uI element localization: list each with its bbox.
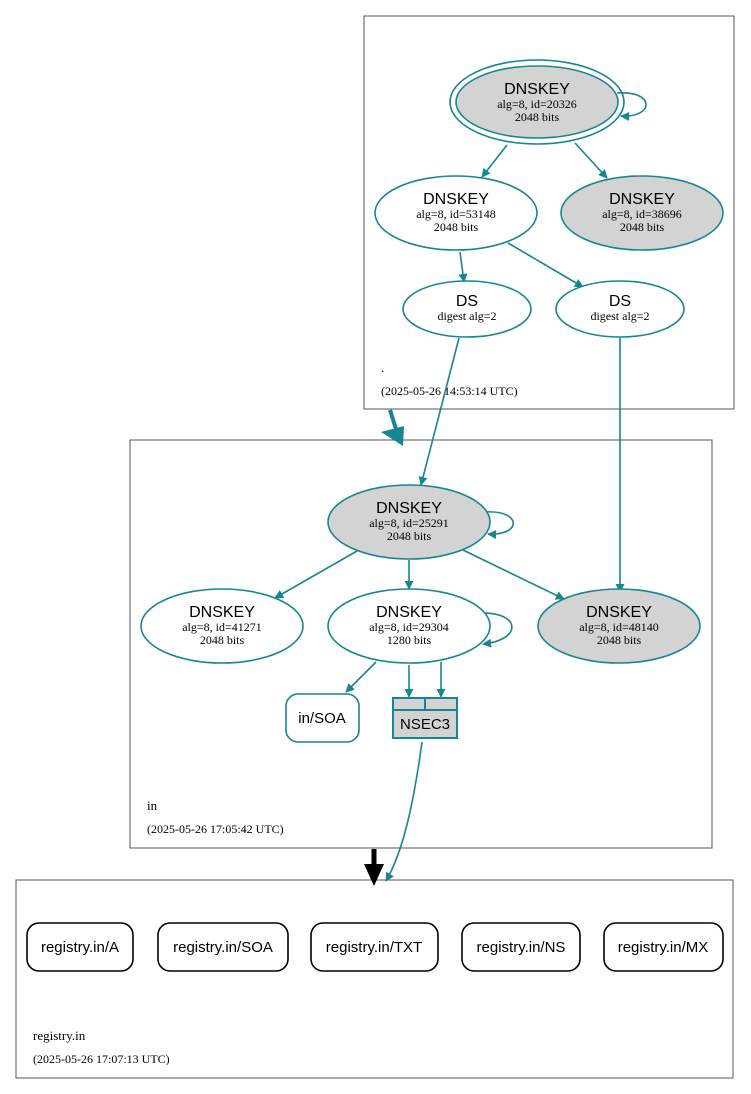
node-title: DNSKEY — [189, 604, 255, 621]
node-ds-1: DS digest alg=2 — [402, 280, 532, 338]
node-title: DNSKEY — [586, 604, 652, 621]
node-line1: alg=8, id=29304 — [369, 620, 449, 634]
node-title: DNSKEY — [609, 191, 675, 208]
edge-in-zsk-to-soa — [345, 661, 377, 693]
edge-ksk-to-38696 — [574, 142, 608, 179]
edge-in-ksk-to-41271 — [274, 550, 358, 599]
edge-zsk-to-ds2 — [507, 242, 584, 288]
node-title: registry.in/TXT — [326, 939, 422, 956]
node-in-dnskey-41271: DNSKEY alg=8, id=41271 2048 bits — [140, 588, 304, 664]
node-in-ksk: DNSKEY alg=8, id=25291 2048 bits — [327, 484, 491, 560]
edge-in-zsk-self — [479, 612, 513, 648]
node-rr-mx: registry.in/MX — [603, 922, 724, 972]
node-title: DNSKEY — [376, 604, 442, 621]
node-line1: digest alg=2 — [590, 309, 649, 323]
delegation-root-to-in-head — [381, 426, 404, 446]
node-line2: 2048 bits — [620, 220, 665, 234]
node-root-dnskey-38696: DNSKEY alg=8, id=38696 2048 bits — [560, 175, 724, 251]
node-title: registry.in/SOA — [173, 939, 273, 956]
node-line1: alg=8, id=53148 — [416, 207, 496, 221]
delegation-in-to-registry-head — [364, 864, 384, 886]
edge-ksk-self — [616, 92, 647, 121]
node-line1: alg=8, id=20326 — [497, 97, 577, 111]
zone-in-name: in — [147, 798, 158, 813]
edge-zsk-to-ds1 — [458, 251, 468, 283]
node-title: in/SOA — [298, 710, 346, 727]
node-title: DS — [609, 293, 631, 310]
node-rr-soa: registry.in/SOA — [157, 922, 289, 972]
node-root-ksk: DNSKEY alg=8, id=20326 2048 bits — [449, 59, 625, 145]
node-in-zsk: DNSKEY alg=8, id=29304 1280 bits — [327, 588, 491, 664]
node-line1: alg=8, id=41271 — [182, 620, 262, 634]
node-line2: 2048 bits — [597, 633, 642, 647]
zone-root-name: . — [381, 360, 384, 375]
node-root-zsk: DNSKEY alg=8, id=53148 2048 bits — [374, 175, 538, 251]
node-in-soa: in/SOA — [285, 693, 360, 743]
node-title: DS — [456, 293, 478, 310]
zone-root-timestamp: (2025-05-26 14:53:14 UTC) — [381, 384, 518, 398]
node-rr-a: registry.in/A — [26, 922, 134, 972]
zone-registry-box — [15, 879, 734, 1079]
node-title: DNSKEY — [504, 81, 570, 98]
zone-root-box — [363, 15, 735, 410]
node-nsec3: NSEC3 — [392, 697, 458, 739]
node-title: DNSKEY — [423, 191, 489, 208]
node-line1: alg=8, id=48140 — [579, 620, 659, 634]
node-rr-txt: registry.in/TXT — [310, 922, 439, 972]
node-in-dnskey-48140: DNSKEY alg=8, id=48140 2048 bits — [537, 588, 701, 664]
node-title: DNSKEY — [376, 500, 442, 517]
node-title: registry.in/MX — [618, 939, 709, 956]
edge-ksk-to-zsk — [481, 144, 508, 178]
edge-ds1-to-in-ksk — [418, 337, 460, 486]
zone-in-timestamp: (2025-05-26 17:05:42 UTC) — [147, 822, 284, 836]
zone-registry-name: registry.in — [33, 1028, 86, 1043]
node-line2: 1280 bits — [387, 633, 432, 647]
node-title: NSEC3 — [400, 716, 450, 733]
node-line1: alg=8, id=38696 — [602, 207, 682, 221]
node-line2: 2048 bits — [434, 220, 479, 234]
node-line1: alg=8, id=25291 — [369, 516, 449, 530]
node-title: registry.in/A — [41, 939, 119, 956]
zone-registry-timestamp: (2025-05-26 17:07:13 UTC) — [33, 1052, 170, 1066]
edge-in-ksk-to-48140 — [462, 549, 565, 600]
node-line2: 2048 bits — [515, 110, 560, 124]
edge-in-ksk-self — [485, 511, 515, 539]
zone-in-box — [129, 439, 713, 849]
node-title: registry.in/NS — [477, 939, 566, 956]
edge-nsec3-to-registry — [385, 741, 423, 882]
node-line2: 2048 bits — [387, 529, 432, 543]
node-ds-2: DS digest alg=2 — [555, 280, 685, 338]
node-line1: digest alg=2 — [437, 309, 496, 323]
node-line2: 2048 bits — [200, 633, 245, 647]
node-rr-ns: registry.in/NS — [461, 922, 581, 972]
